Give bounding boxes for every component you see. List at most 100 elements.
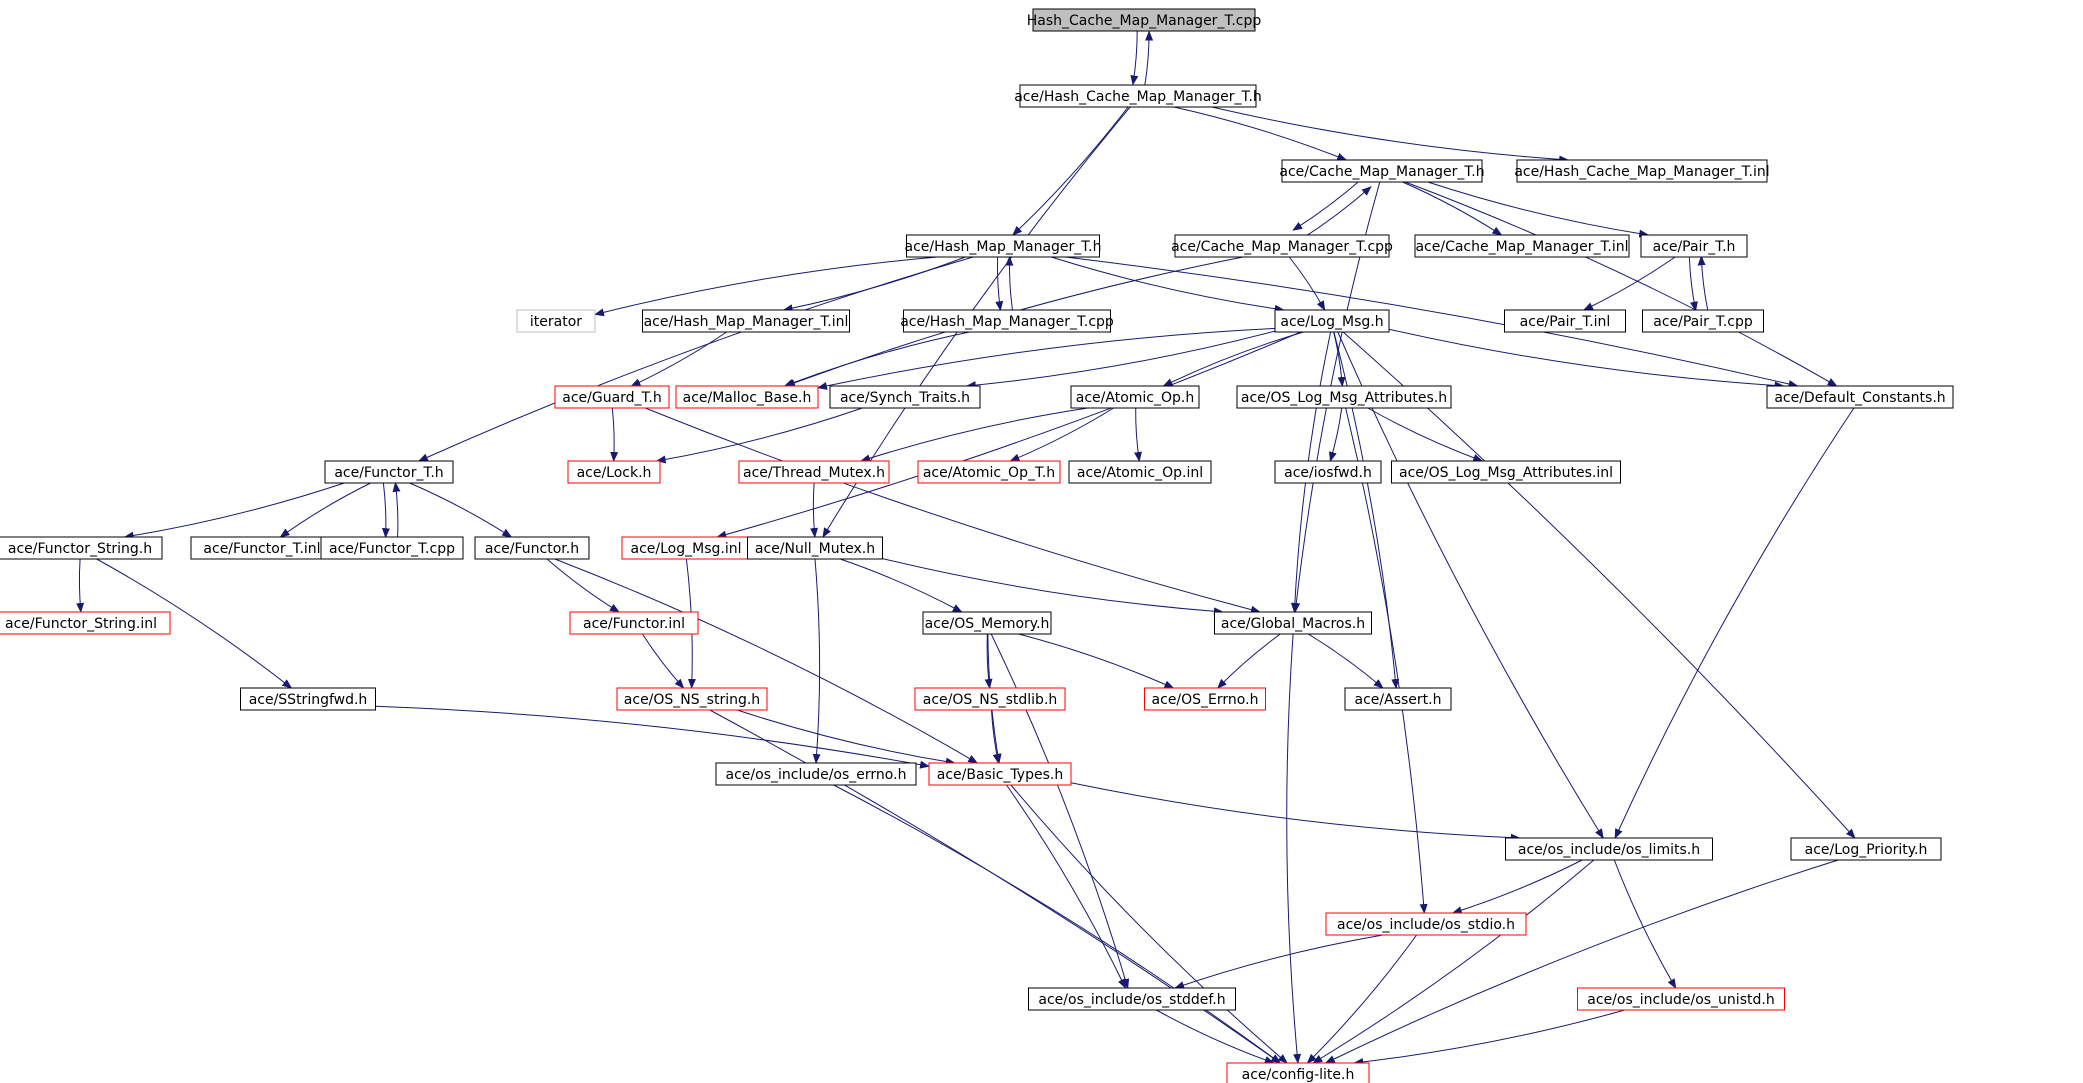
node-box[interactable] [1414,234,1630,258]
node-box[interactable] [1505,837,1713,861]
node-box[interactable] [675,385,819,409]
node-pair_h[interactable]: ace/Pair_T.h [1640,234,1748,258]
node-malloc_h[interactable]: ace/Malloc_Base.h [675,385,819,409]
node-os_stdio_h[interactable]: ace/os_include/os_stdio.h [1325,912,1527,936]
node-atomic_h[interactable]: ace/Atomic_Op.h [1070,385,1200,409]
node-box[interactable] [1325,912,1527,936]
node-box[interactable] [747,536,883,560]
node-hcmm_inl[interactable]: ace/Hash_Cache_Map_Manager_T.inl [1514,159,1770,183]
node-hmm_cpp[interactable]: ace/Hash_Map_Manager_T.cpp [900,309,1114,333]
node-functor_inl[interactable]: ace/Functor.inl [569,611,699,635]
node-sstrfwd_h[interactable]: ace/SStringfwd.h [240,687,376,711]
node-label: ace/Lock.h [577,465,652,481]
node-pair_inl[interactable]: ace/Pair_T.inl [1504,309,1626,333]
node-oslogattr_h[interactable]: ace/OS_Log_Msg_Attributes.h [1236,385,1452,409]
node-box[interactable] [1028,987,1236,1011]
node-box[interactable] [1226,1062,1370,1083]
node-functor_h[interactable]: ace/Functor.h [474,536,590,560]
node-box[interactable] [569,611,699,635]
node-functor_t_cpp[interactable]: ace/Functor_T.cpp [320,536,464,560]
node-defconst_h[interactable]: ace/Default_Constants.h [1766,385,1954,409]
node-box[interactable] [1214,611,1372,635]
node-box[interactable] [917,460,1061,484]
node-box[interactable] [1790,837,1942,861]
node-box[interactable] [1274,309,1390,333]
node-box[interactable] [554,385,670,409]
node-oslogattr_inl[interactable]: ace/OS_Log_Msg_Attributes.inl [1391,460,1621,484]
node-cmm_h[interactable]: ace/Cache_Map_Manager_T.h [1279,159,1485,183]
node-label: ace/Atomic_Op.inl [1077,465,1203,481]
node-functor_str_h[interactable]: ace/Functor_String.h [0,536,163,560]
node-functor_t_h[interactable]: ace/Functor_T.h [324,460,454,484]
node-box[interactable] [1019,84,1257,108]
node-box[interactable] [474,536,590,560]
node-box[interactable] [906,234,1100,258]
node-box[interactable] [1174,234,1390,258]
node-cmm_inl[interactable]: ace/Cache_Map_Manager_T.inl [1414,234,1630,258]
node-logprio_h[interactable]: ace/Log_Priority.h [1790,837,1942,861]
node-cmm_cpp[interactable]: ace/Cache_Map_Manager_T.cpp [1171,234,1393,258]
node-box[interactable] [1640,234,1748,258]
node-atomic_t_h[interactable]: ace/Atomic_Op_T.h [917,460,1061,484]
node-box[interactable] [324,460,454,484]
node-hmm_h[interactable]: ace/Hash_Map_Manager_T.h [904,234,1102,258]
node-osnsstr_h[interactable]: ace/OS_NS_string.h [616,687,768,711]
node-osmem_h[interactable]: ace/OS_Memory.h [922,611,1052,635]
node-box[interactable] [922,611,1052,635]
node-assert_h[interactable]: ace/Assert.h [1344,687,1452,711]
node-iterator[interactable]: iterator [516,309,596,333]
node-box[interactable] [1344,687,1452,711]
node-os_errno_h[interactable]: ace/os_include/os_errno.h [715,762,917,786]
node-hmm_inl[interactable]: ace/Hash_Map_Manager_T.inl [642,309,850,333]
node-os_stddef_h[interactable]: ace/os_include/os_stddef.h [1028,987,1236,1011]
node-box[interactable] [1281,159,1483,183]
node-oserrno_h[interactable]: ace/OS_Errno.h [1144,687,1266,711]
node-box[interactable] [829,385,981,409]
node-box[interactable] [240,687,376,711]
node-os_limits_h[interactable]: ace/os_include/os_limits.h [1505,837,1713,861]
node-basictypes_h[interactable]: ace/Basic_Types.h [928,762,1072,786]
node-functor_t_inl[interactable]: ace/Functor_T.inl [190,536,334,560]
node-box[interactable] [928,762,1072,786]
node-synch_h[interactable]: ace/Synch_Traits.h [829,385,981,409]
node-guard_h[interactable]: ace/Guard_T.h [554,385,670,409]
node-box[interactable] [715,762,917,786]
node-configlite_h[interactable]: ace/config-lite.h [1226,1062,1370,1083]
node-box[interactable] [1577,987,1785,1011]
node-os_unistd_h[interactable]: ace/os_include/os_unistd.h [1577,987,1785,1011]
node-box[interactable] [1766,385,1954,409]
node-box[interactable] [1642,309,1764,333]
node-box[interactable] [642,309,850,333]
node-thrmutex_h[interactable]: ace/Thread_Mutex.h [738,460,890,484]
node-box[interactable] [914,687,1066,711]
node-box[interactable] [1274,460,1382,484]
node-box[interactable] [320,536,464,560]
node-box[interactable] [1236,385,1452,409]
node-box[interactable] [0,611,171,635]
node-box[interactable] [1032,8,1256,32]
node-box[interactable] [0,536,163,560]
node-box[interactable] [567,460,661,484]
node-box[interactable] [1070,385,1200,409]
node-box[interactable] [903,309,1111,333]
node-hcmm_h[interactable]: ace/Hash_Cache_Map_Manager_T.h [1014,84,1262,108]
node-box[interactable] [1068,460,1212,484]
node-box[interactable] [738,460,890,484]
node-lock_h[interactable]: ace/Lock.h [567,460,661,484]
node-box[interactable] [516,309,596,333]
node-box[interactable] [616,687,768,711]
node-box[interactable] [1516,159,1768,183]
node-root[interactable]: Hash_Cache_Map_Manager_T.cpp [1027,8,1262,32]
node-globmac_h[interactable]: ace/Global_Macros.h [1214,611,1372,635]
node-osnsstdlib_h[interactable]: ace/OS_NS_stdlib.h [914,687,1066,711]
node-atomic_inl[interactable]: ace/Atomic_Op.inl [1068,460,1212,484]
node-iosfwd_h[interactable]: ace/iosfwd.h [1274,460,1382,484]
node-functor_str_inl[interactable]: ace/Functor_String.inl [0,611,171,635]
node-pair_cpp[interactable]: ace/Pair_T.cpp [1642,309,1764,333]
node-box[interactable] [1504,309,1626,333]
node-nullmutex_h[interactable]: ace/Null_Mutex.h [747,536,883,560]
node-box[interactable] [1144,687,1266,711]
node-logmsg_inl[interactable]: ace/Log_Msg.inl [621,536,751,560]
node-box[interactable] [1391,460,1621,484]
node-logmsg_h[interactable]: ace/Log_Msg.h [1274,309,1390,333]
